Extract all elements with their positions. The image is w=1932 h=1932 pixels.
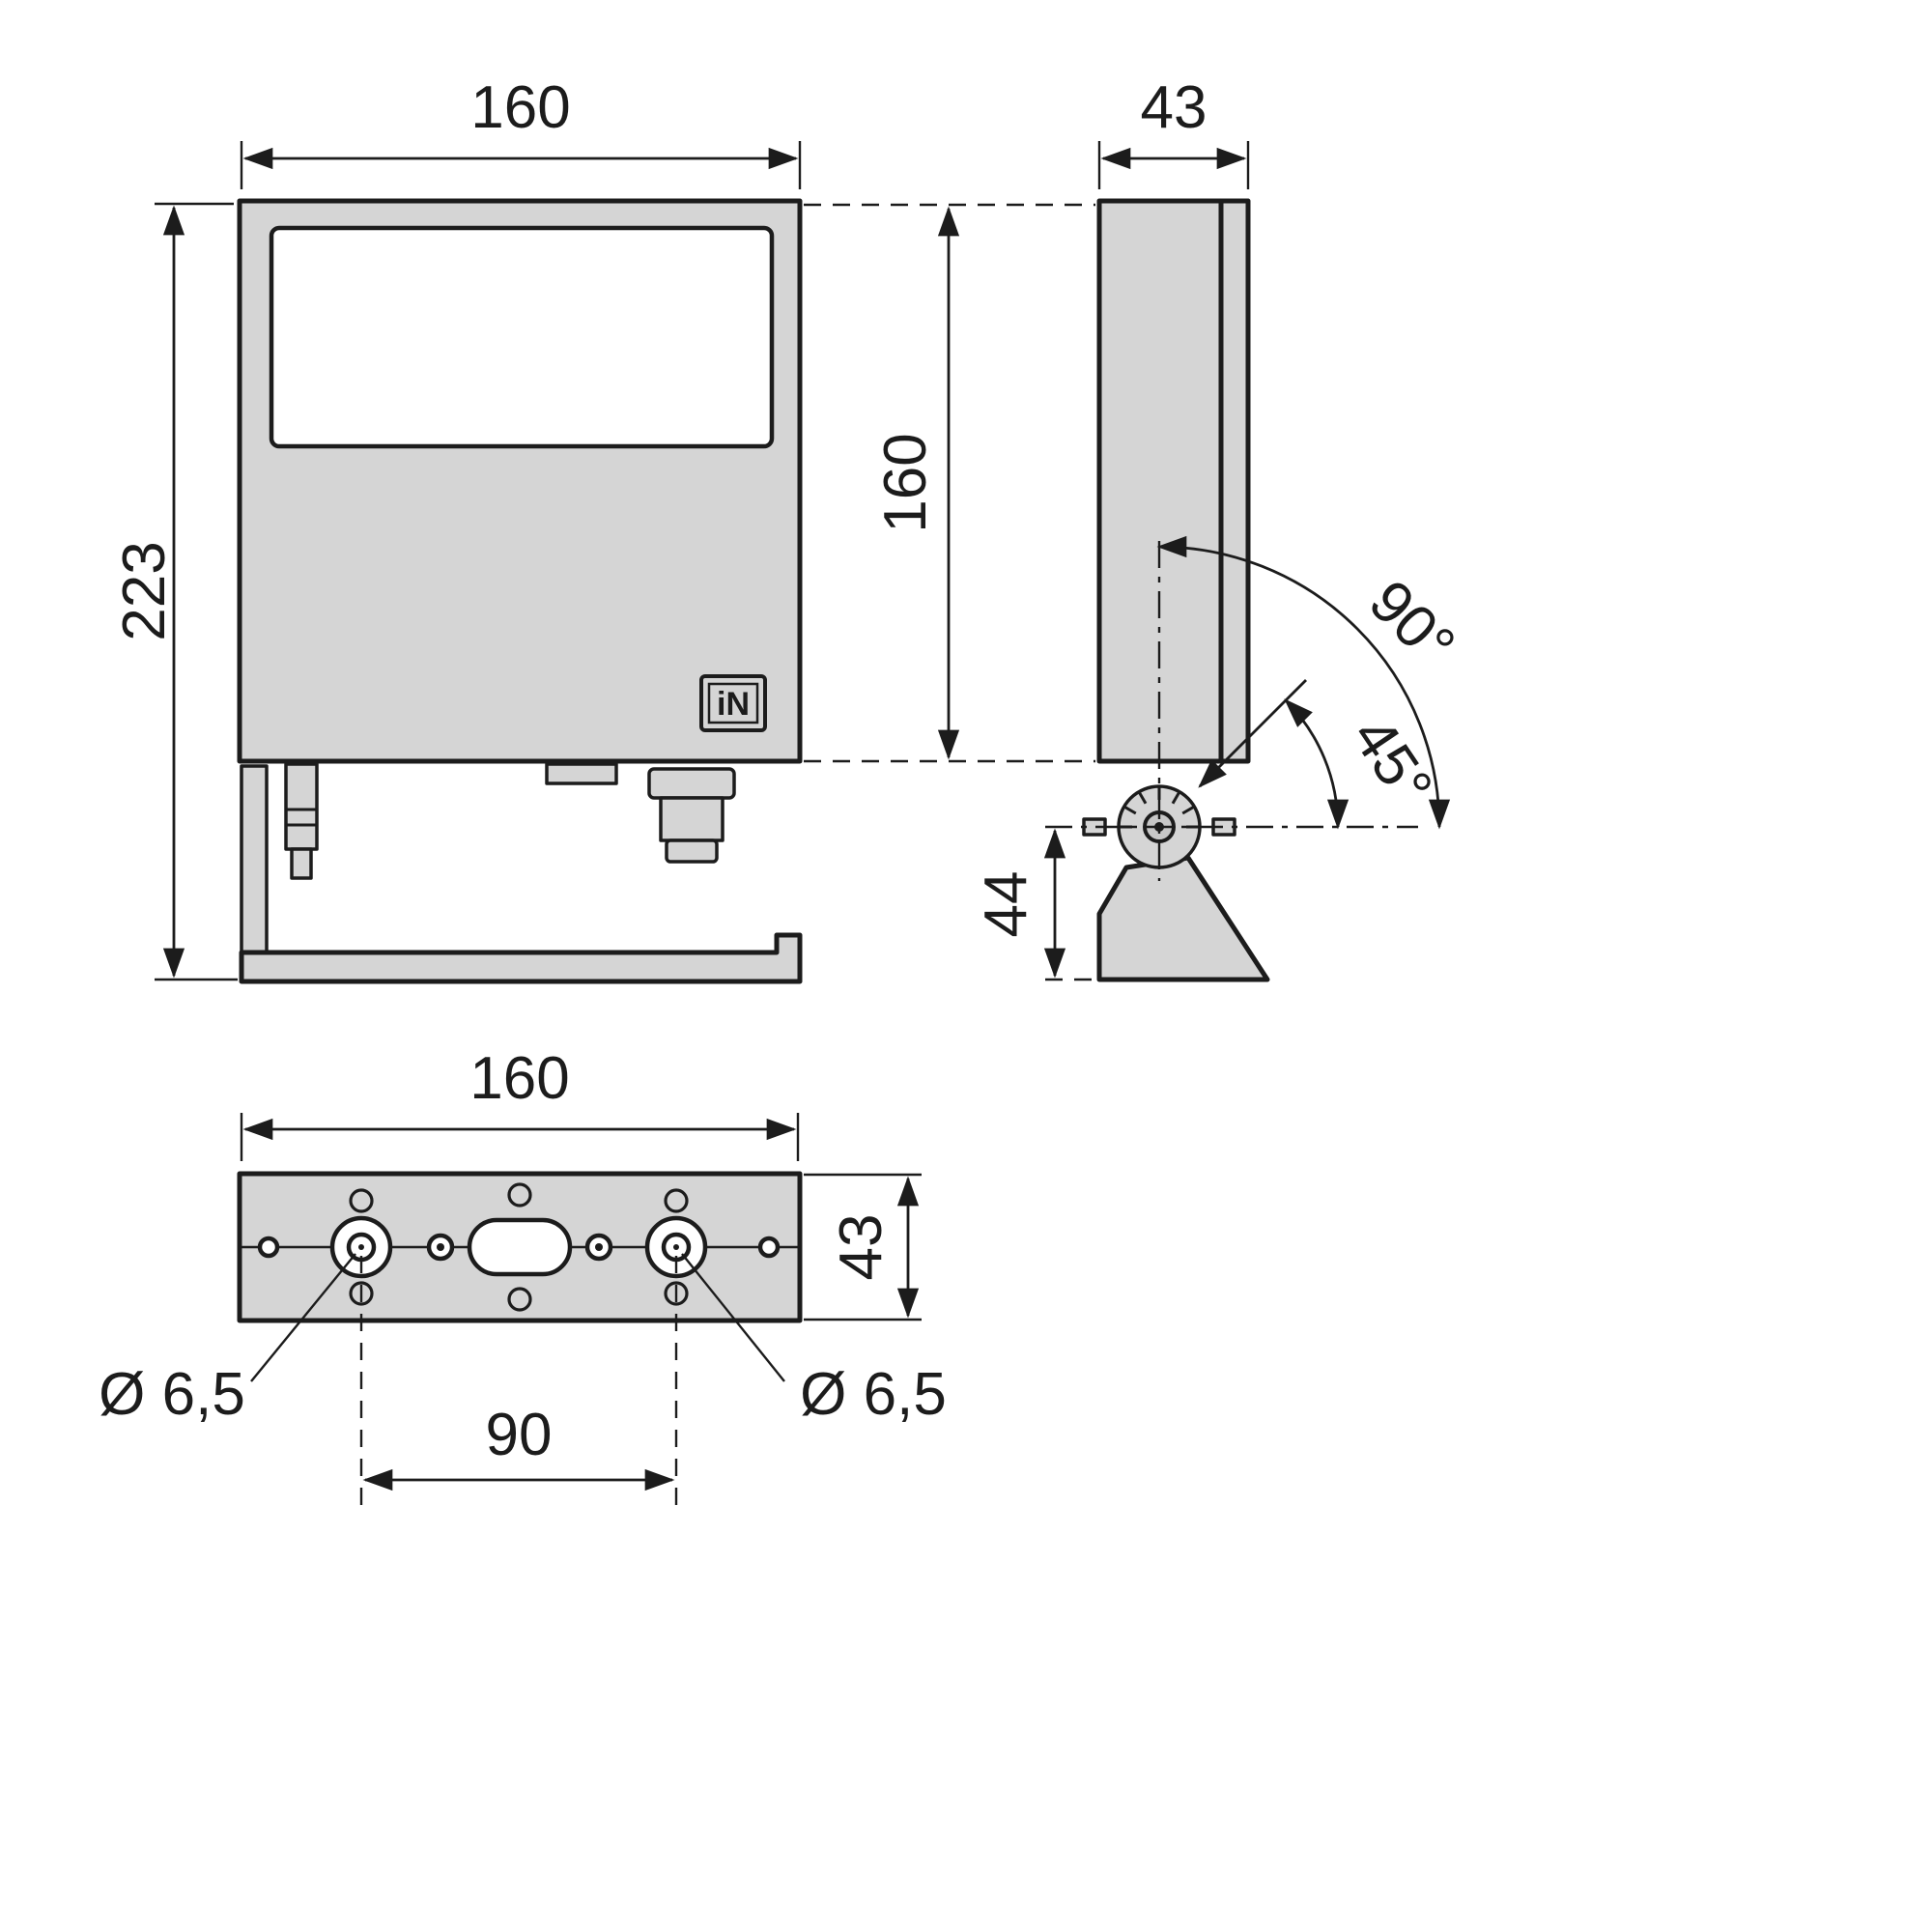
hole-spacing-dimension: 90 [359, 1256, 678, 1507]
hinge-block-lower [290, 847, 313, 880]
tilt-45-label: 45° [1339, 705, 1445, 817]
boss-petal [507, 1287, 532, 1312]
boss-petal [507, 1182, 532, 1208]
cable-slot-center [426, 1182, 613, 1312]
gland-nut [665, 838, 719, 864]
brand-logo: iN [699, 674, 767, 732]
side-bracket-height-dimension: 44 [973, 828, 1097, 981]
side-depth-dimension: 43 [1097, 74, 1250, 189]
logo-outer-frame [699, 674, 767, 732]
hole-center [437, 1243, 444, 1251]
front-connector-stub [545, 762, 618, 785]
front-height-label: 223 [111, 541, 178, 640]
bottom-view: 160 43 90 Ø 6,5 Ø 6,5 [99, 1045, 947, 1507]
front-lens-window [269, 225, 775, 449]
boss-petal [664, 1188, 689, 1213]
front-base-plate [239, 932, 803, 984]
side-bracket-foot [1096, 855, 1270, 982]
mounting-hole-small [257, 1236, 280, 1259]
tilt-90-arc [1156, 535, 1451, 830]
fixing-boss-left [329, 1188, 393, 1306]
cable-entry-slot [467, 1217, 573, 1277]
hole-diameter-right-label: Ø 6,5 [800, 1361, 947, 1428]
front-body-height-label: 160 [872, 433, 939, 532]
side-front-bezel [1218, 198, 1251, 764]
gland-body [659, 796, 724, 842]
hinge-block-upper [284, 762, 319, 851]
boss-petal [349, 1188, 374, 1213]
front-view: iN 160 [111, 74, 1095, 984]
hole-diameter-left-label: Ø 6,5 [99, 1361, 245, 1428]
side-bracket-height-label: 44 [973, 871, 1039, 938]
front-width-label: 160 [470, 74, 570, 141]
tilt-45-arc [1284, 698, 1350, 830]
front-width-dimension: 160 [240, 74, 802, 189]
side-view: 90° 45° 43 44 [973, 74, 1467, 982]
hole-spacing-label: 90 [486, 1402, 553, 1468]
hole-center [673, 1244, 679, 1250]
front-cable-gland [647, 767, 736, 864]
front-body-height-dimension: 160 [804, 203, 1095, 763]
tilt-90-label: 90° [1356, 568, 1467, 679]
front-hinge-block [284, 762, 319, 880]
front-bracket-plate [240, 764, 269, 954]
mounting-hole-small [757, 1236, 781, 1259]
logo-text: iN [717, 686, 750, 723]
side-depth-label: 43 [1141, 74, 1208, 141]
logo-inner-frame [707, 682, 759, 724]
bottom-depth-dimension: 43 [804, 1173, 922, 1321]
bottom-width-label: 160 [469, 1045, 569, 1112]
bottom-width-dimension: 160 [240, 1045, 800, 1161]
hole-diameter-callout-left: Ø 6,5 [99, 1253, 356, 1428]
hole-center [595, 1243, 603, 1251]
hole-diameter-callout-right: Ø 6,5 [681, 1253, 947, 1428]
hole-center [358, 1244, 364, 1250]
bottom-depth-label: 43 [828, 1214, 895, 1281]
front-height-dimension: 223 [111, 202, 238, 981]
gland-cap [647, 767, 736, 800]
